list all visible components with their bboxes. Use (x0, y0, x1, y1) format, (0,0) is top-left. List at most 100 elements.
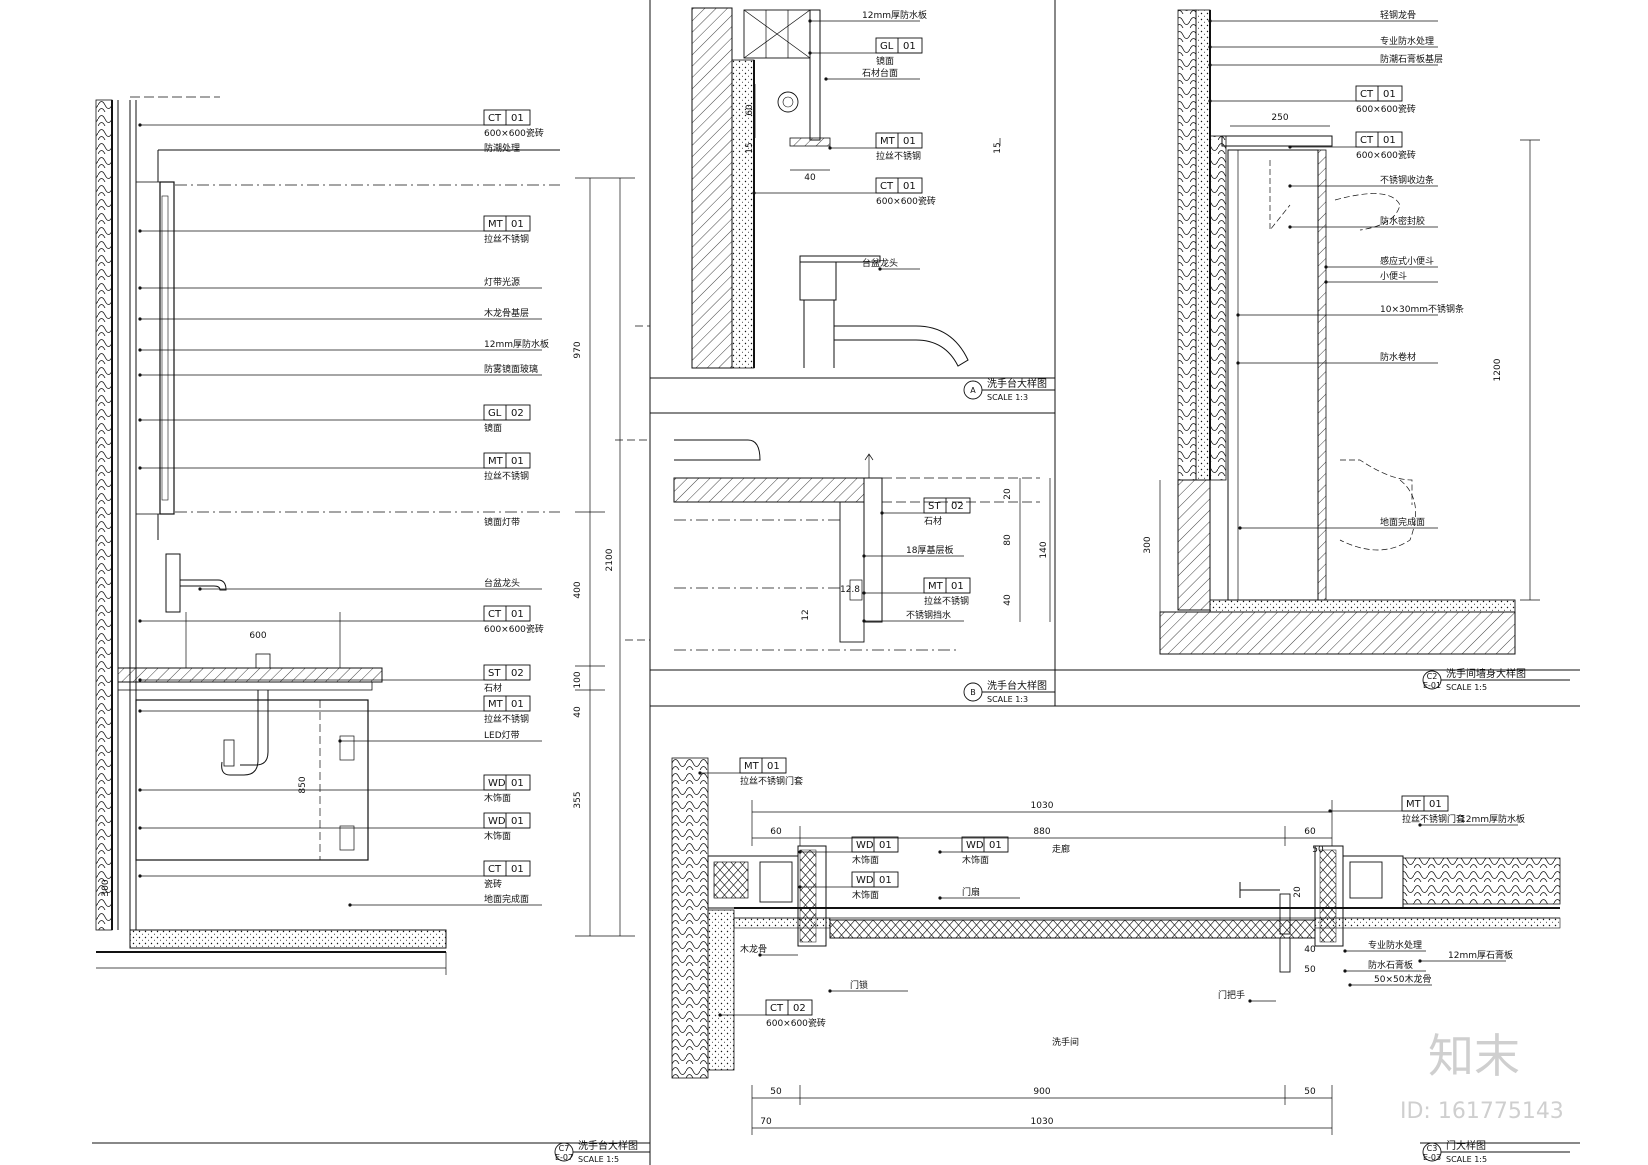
callout-number: 01 (903, 136, 916, 147)
c2-note-2: 防潮石膏板基层 (1208, 53, 1443, 67)
leader-note-text: 防潮石膏板基层 (1380, 53, 1443, 65)
b-note-0: 18厚基层板 (862, 544, 964, 558)
view-code: C3 (1427, 1144, 1438, 1153)
c7-note-1: 灯带光源 (138, 276, 542, 290)
callout-number: 02 (511, 408, 524, 419)
c3-dim-10: 50 (1304, 1087, 1316, 1097)
c7-callout-2: GL 02 镜面 (138, 404, 531, 434)
leader-note-text: 木龙骨基层 (484, 307, 529, 319)
callout-text: 木饰面 (484, 792, 511, 804)
leader-note-text: 18厚基层板 (906, 544, 953, 556)
c3-dim-2: 880 (1033, 827, 1050, 837)
c7-note-8: 地面完成面 (348, 893, 542, 907)
callout-code: CT (488, 609, 502, 620)
callout-number: 01 (511, 864, 524, 875)
leader-note-text: 地面完成面 (1380, 516, 1425, 528)
leader-note-text: 防雾镜面玻璃 (484, 363, 538, 375)
callout-text: 木饰面 (852, 889, 879, 901)
callout-text: 木饰面 (962, 854, 989, 866)
a-note-2: 台盆龙头 (862, 257, 920, 271)
leader-note-text: 12mm厚防水板 (862, 9, 927, 21)
view-code: C7 (559, 1144, 570, 1153)
callout-text: 600×600瓷砖 (876, 195, 936, 207)
view-c7-title-mark (554, 1142, 650, 1162)
view-sheet: E-01 (1423, 681, 1441, 690)
view-scale: SCALE 1:5 (1446, 1155, 1487, 1164)
c2-note-5: 感应式小便斗 (1324, 255, 1438, 269)
callout-number: 01 (1429, 799, 1442, 810)
callout-code: CT (488, 864, 502, 875)
c2-note-6: 小便斗 (1324, 270, 1438, 284)
leader-note-text: 灯带光源 (484, 276, 520, 288)
callout-text: 600×600瓷砖 (766, 1017, 826, 1029)
callout-number: 02 (951, 501, 964, 512)
c7-dim-7: 300 (101, 879, 111, 896)
leader-note-text: 感应式小便斗 (1380, 255, 1434, 267)
c7-dim-4: 40 (573, 706, 583, 718)
c3-dim-3: 60 (1304, 827, 1316, 837)
callout-text: 石材 (484, 682, 502, 694)
c2-note-3: 不锈钢收边条 (1288, 174, 1438, 188)
callout-number: 01 (511, 456, 524, 467)
callout-text: 拉丝不锈钢 (484, 713, 529, 725)
c3-note-1: 木龙骨 (740, 943, 798, 957)
callout-text: 拉丝不锈钢 (924, 595, 969, 607)
c2-dim-2: 300 (1143, 536, 1153, 553)
callout-number: 01 (511, 816, 524, 827)
leader-note-text: 不锈钢收边条 (1380, 174, 1434, 186)
callout-text: 600×600瓷砖 (484, 127, 544, 139)
leader-note-text: 防水密封胶 (1380, 215, 1425, 227)
callout-code: ST (928, 501, 941, 512)
callout-code: MT (880, 136, 896, 147)
callout-text: 镜面 (484, 422, 502, 434)
c7-dim-8: 600 (249, 631, 266, 641)
leader-note-text: 10×30mm不锈钢条 (1380, 303, 1464, 315)
c7-dim-5: 850 (298, 776, 308, 793)
callout-number: 02 (793, 1003, 806, 1014)
c7-note-4: 防雾镜面玻璃 (138, 363, 542, 377)
callout-text: 拉丝不锈钢 (484, 233, 529, 245)
leader-note-text: 专业防水处理 (1368, 939, 1422, 951)
leader-note-text: 12mm厚防水板 (1460, 813, 1525, 825)
leader-note-text: 小便斗 (1380, 270, 1407, 282)
callout-code: CT (770, 1003, 784, 1014)
callout-number: 01 (511, 113, 524, 124)
watermark-id: ID: 161775143 (1400, 1099, 1564, 1124)
leader-note-text: LED灯带 (484, 730, 520, 741)
c3-note-3: 门把手 (1218, 989, 1276, 1003)
c2-dim-0: 250 (1271, 113, 1288, 123)
c3-note-8: 50×50木龙骨 (1348, 973, 1432, 987)
c3-callout-5: CT 02 600×600瓷砖 (718, 999, 826, 1029)
c3-note-6: 专业防水处理 (1343, 939, 1426, 953)
callout-code: MT (928, 581, 944, 592)
callout-code: MT (488, 699, 504, 710)
leader-note-text: 12mm厚石膏板 (1448, 949, 1513, 961)
leader-note-text: 台盆龙头 (862, 257, 898, 269)
leader-note-text: 不锈钢挡水 (906, 609, 951, 621)
a-dim-0: 60 (745, 104, 755, 116)
callout-number: 01 (511, 219, 524, 230)
c2-note-7: 10×30mm不锈钢条 (1236, 303, 1464, 317)
callout-code: GL (488, 408, 502, 419)
c7-note-6: 台盆龙头 (198, 577, 542, 591)
c2-note-1: 专业防水处理 (1208, 35, 1438, 49)
c7-dim-1: 2100 (605, 548, 615, 571)
callout-text: 600×600瓷砖 (1356, 103, 1416, 115)
callout-code: MT (744, 761, 760, 772)
callout-number: 01 (511, 778, 524, 789)
watermark-brand: 知末 (1428, 1029, 1520, 1083)
leader-note-text: 50×50木龙骨 (1374, 973, 1431, 985)
callout-text: 拉丝不锈钢 (876, 150, 921, 162)
view-title: 洗手台大样图 (987, 679, 1047, 692)
c3-room-label-washroom: 洗手间 (1052, 1036, 1079, 1048)
c2-dim-1: 1200 (1493, 358, 1503, 381)
